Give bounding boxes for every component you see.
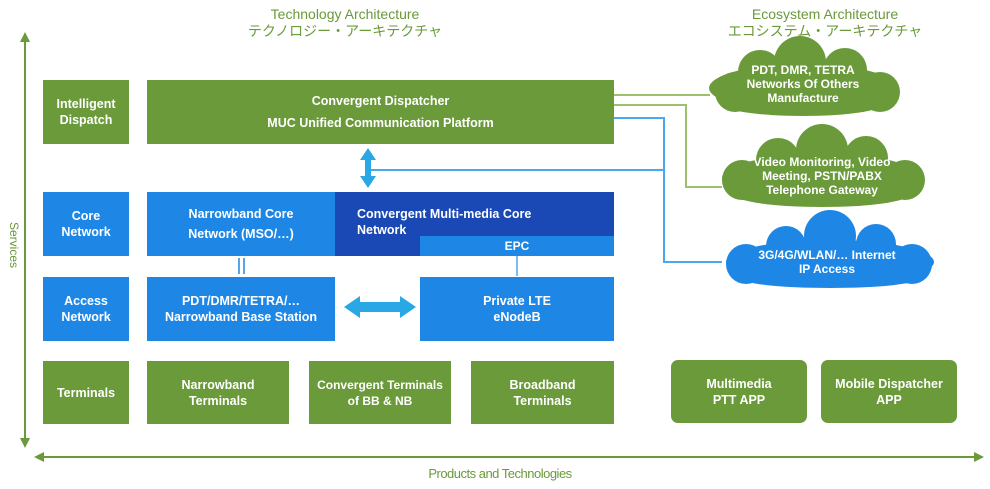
multimedia-ptt-app-box: Multimedia PTT APP (671, 360, 807, 423)
intelligent-dispatch-label: Intelligent Dispatch (43, 80, 129, 144)
vertical-axis-arrow-up (20, 32, 30, 42)
networks-cloud-shape (709, 36, 900, 116)
mobile-dispatcher-app-box: Mobile Dispatcher APP (821, 360, 957, 423)
internet-cloud-shape (726, 210, 934, 288)
horizontal-axis-arrow-right (974, 452, 984, 462)
access-double-arrow (344, 296, 416, 318)
ecosystem-title-jp: エコシステム・アーキテクチャ (727, 23, 923, 39)
internet-cloud-text: 3G/4G/WLAN/… Internet IP Access (758, 248, 896, 276)
networks-cloud-text: PDT, DMR, TETRA Networks Of Others Manuf… (746, 63, 860, 105)
technology-title-jp: テクノロジー・アーキテクチャ (247, 23, 443, 39)
connector-to-video-cloud (614, 104, 722, 188)
narrowband-core-network-box: Narrowband Core Network (MSO/…) (147, 192, 335, 256)
convergent-dispatcher-box: Convergent Dispatcher MUC Unified Commun… (147, 80, 614, 144)
ecosystem-architecture-title: Ecosystem Architecture エコシステム・アーキテクチャ (690, 6, 960, 40)
technology-architecture-title: Technology Architecture テクノロジー・アーキテクチャ (210, 6, 480, 40)
dispatcher-core-double-arrow (360, 148, 376, 188)
terminals-label: Terminals (43, 361, 129, 424)
dispatcher-title: Convergent Dispatcher (311, 94, 450, 108)
private-lte-enodeb-box: Private LTE eNodeB (420, 277, 614, 341)
access-network-label: Access Network (43, 277, 129, 341)
connector-to-internet-cloud (614, 117, 722, 263)
core-network-label: Core Network (43, 192, 129, 256)
vertical-axis-arrow-down (20, 438, 30, 448)
ecosystem-title-en: Ecosystem Architecture (751, 6, 899, 22)
narrowband-terminals-box: Narrowband Terminals (147, 361, 289, 424)
convergent-terminals-box: Convergent Terminals of BB & NB (309, 361, 451, 424)
epc-box: EPC (420, 236, 614, 256)
broadband-terminals-box: Broadband Terminals (471, 361, 614, 424)
narrowband-base-station-box: PDT/DMR/TETRA/… Narrowband Base Station (147, 277, 335, 341)
video-cloud-text: Video Monitoring, Video Meeting, PSTN/PA… (753, 155, 891, 197)
services-axis-label: Services (7, 221, 21, 268)
horizontal-axis-arrow-left (34, 452, 44, 462)
video-cloud-shape (722, 124, 925, 207)
dispatcher-subtitle: MUC Unified Communication Platform (267, 116, 494, 130)
multimedia-core-network-label: Convergent Multi-media Core Network (357, 207, 532, 237)
products-technologies-axis-label: Products and Technologies (428, 466, 572, 481)
technology-title-en: Technology Architecture (270, 6, 420, 22)
